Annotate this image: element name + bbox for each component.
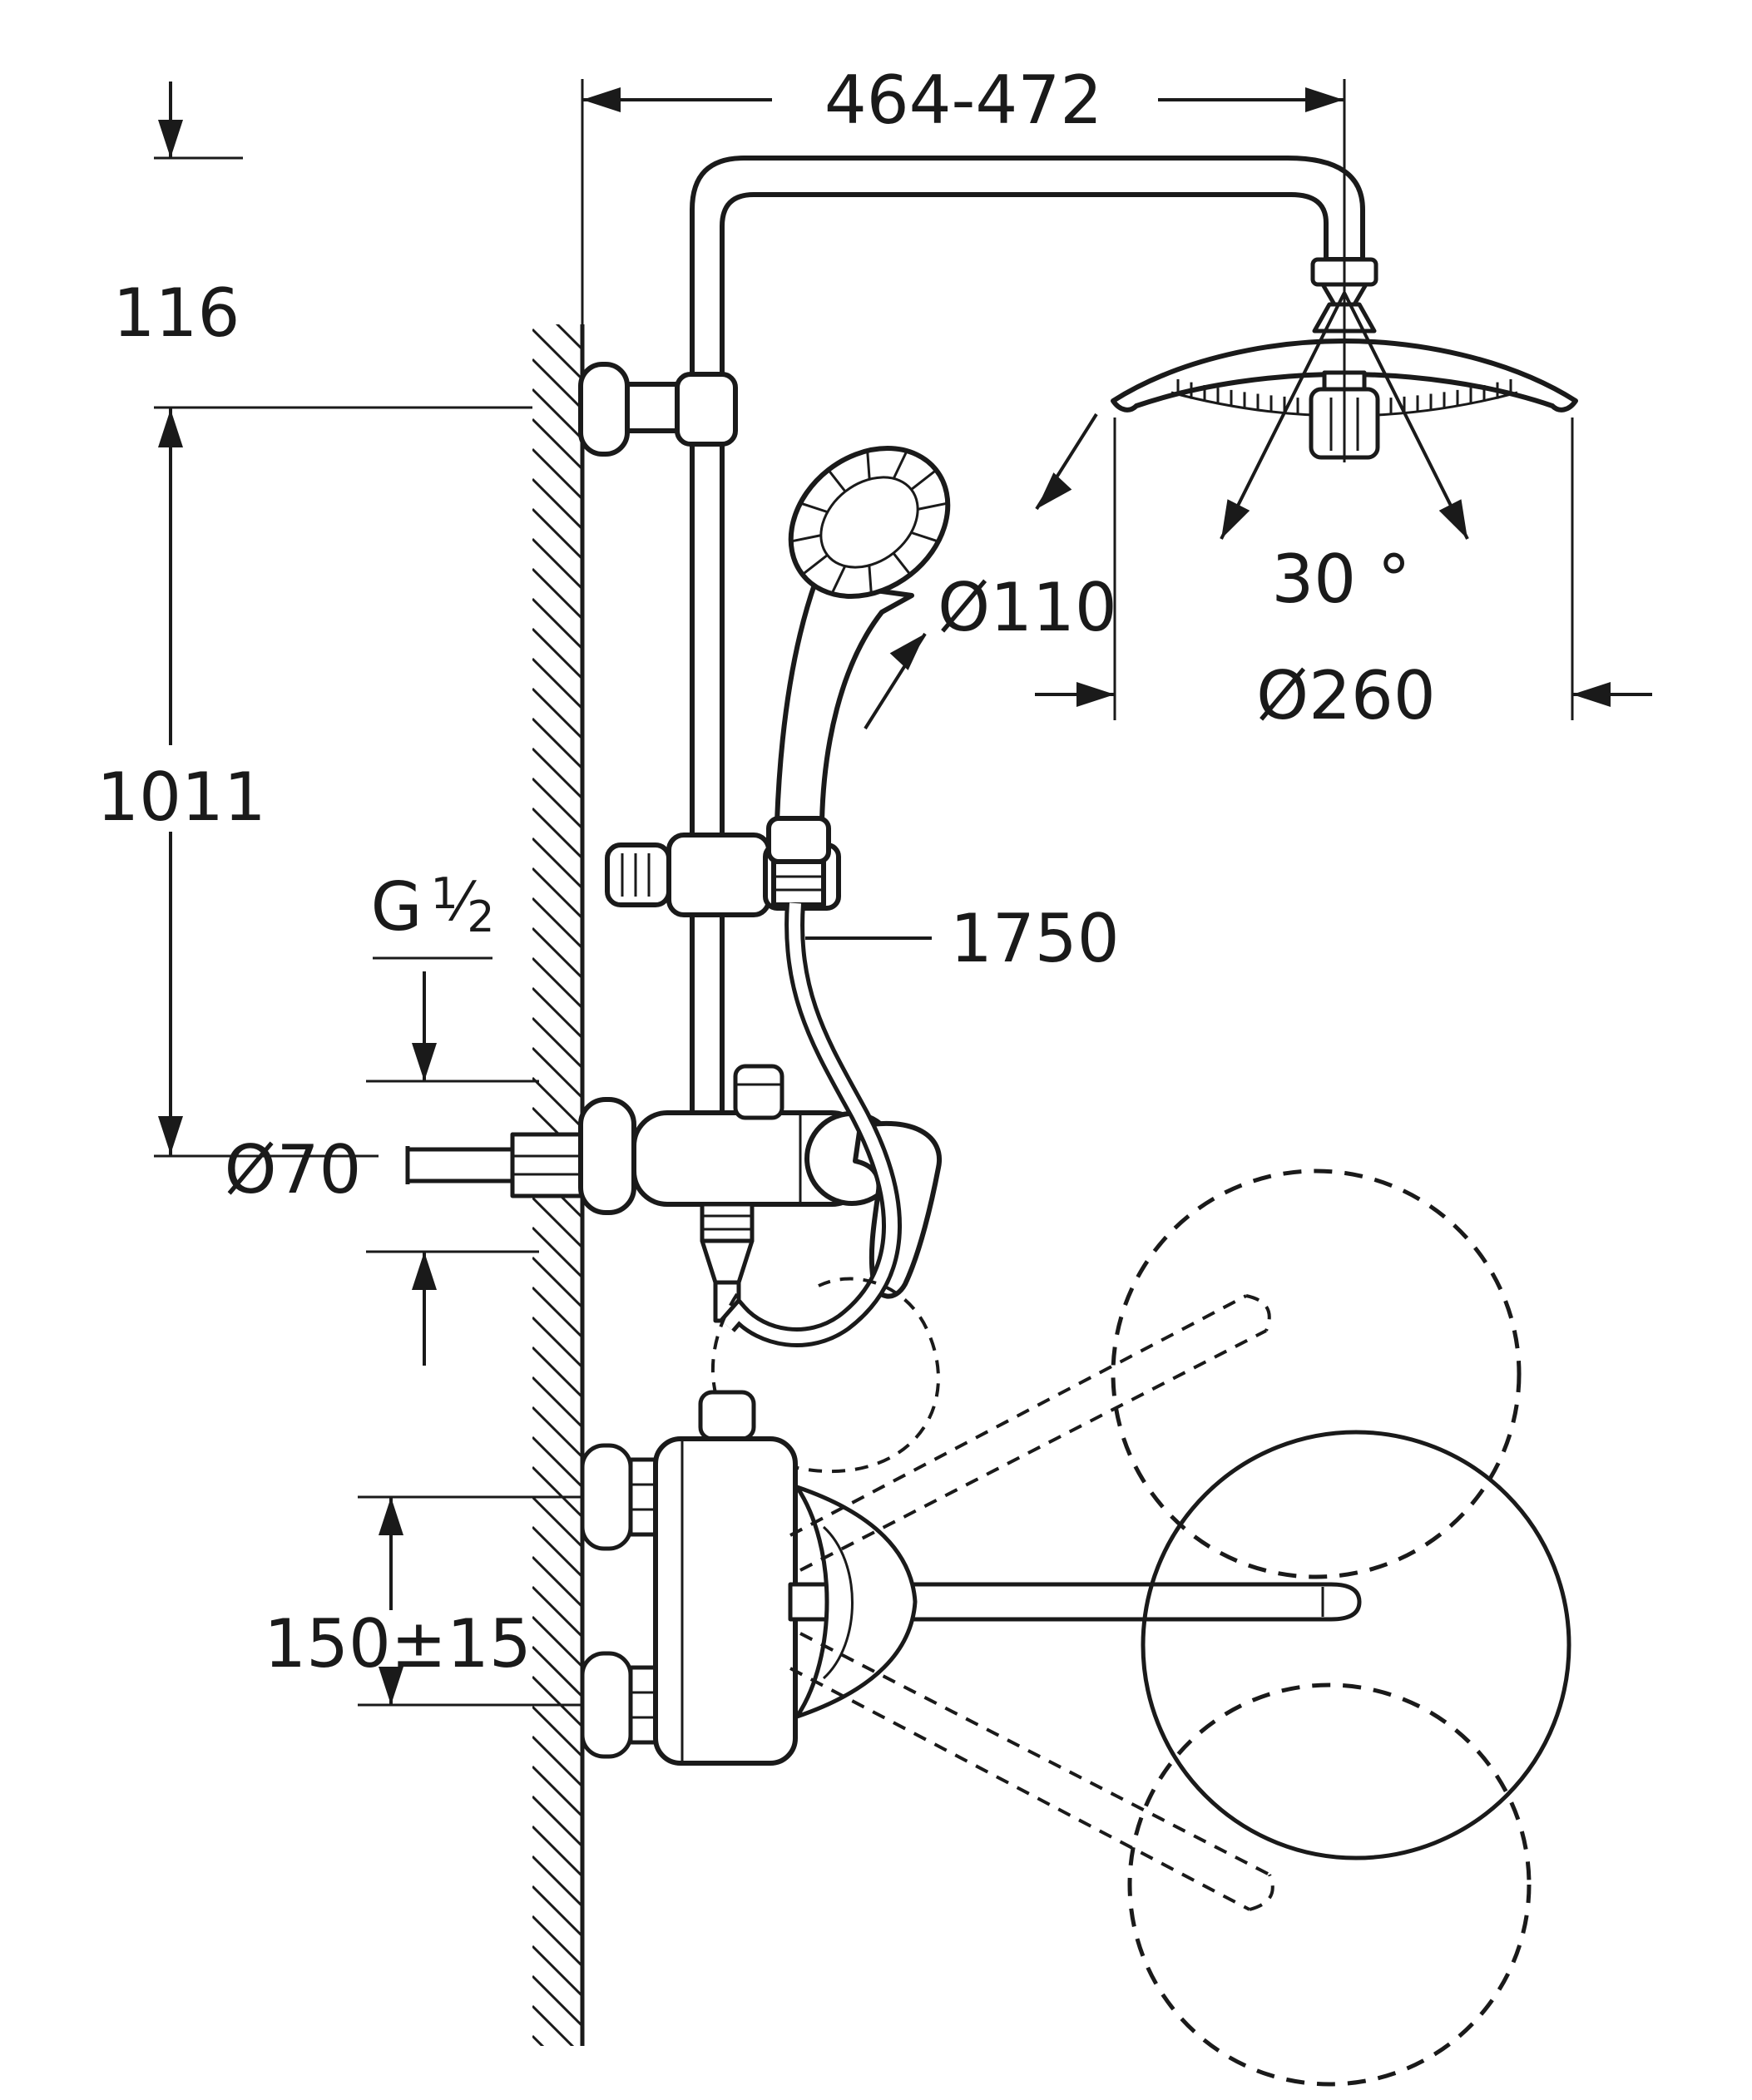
- hand-shower-handle: [775, 580, 914, 824]
- spout-position-down: [789, 1632, 1274, 1911]
- dim-top-width-label: 464-472: [824, 62, 1102, 139]
- bath-mixer-body: [653, 1436, 798, 1766]
- dimension-arrowhead: [1305, 87, 1344, 112]
- dimension-arrowhead: [1572, 682, 1611, 707]
- dim-rail-height-label: 1011: [97, 758, 266, 836]
- dimension-arrowhead: [1438, 499, 1467, 539]
- dim-swivel-angle-label: 30 °: [1271, 541, 1410, 618]
- shower-hose: [710, 902, 940, 1474]
- dimension-arrowhead: [412, 1252, 437, 1290]
- dimension-arrowhead: [412, 1043, 437, 1081]
- dimension-lines: [154, 79, 1652, 1707]
- bell-detail: [822, 1525, 854, 1680]
- rail-slider: [605, 816, 841, 917]
- swivel-circles: [1111, 1169, 1571, 2087]
- spray-spokes-icon: [792, 452, 947, 593]
- spout-position-up: [789, 1294, 1271, 1572]
- dimension-arrowhead: [158, 1116, 183, 1154]
- handle-cap: [766, 816, 831, 864]
- supply-nut: [510, 1132, 585, 1198]
- extension-lines: [154, 79, 1574, 1707]
- bracket-clamp: [675, 372, 738, 447]
- dimension-arrowhead: [889, 634, 925, 670]
- dim-top-offset-label: 116: [113, 274, 240, 352]
- union-escutcheon-top: [580, 1443, 633, 1551]
- outlet-nut: [700, 1202, 755, 1243]
- spout-swivel-positions: [789, 1294, 1274, 1911]
- hose-inner: [722, 902, 898, 1343]
- dim-escutcheon-diameter-label: Ø70: [225, 1131, 362, 1208]
- union-escutcheon-bottom: [580, 1651, 633, 1759]
- dimension-arrowhead: [1037, 472, 1072, 509]
- bath-spout: [788, 1582, 1362, 1622]
- dimension-arrows: [158, 87, 1611, 1705]
- mixer-escutcheon: [578, 1097, 636, 1215]
- hose-nut: [771, 859, 826, 907]
- head-shower-plate: [1111, 338, 1578, 413]
- dim-connection-spacing-label: 150±15: [264, 1605, 532, 1682]
- dimension-arrowhead: [582, 87, 621, 112]
- hand-shower-head: [788, 446, 951, 599]
- swivel-circle-middle: [1141, 1430, 1571, 1860]
- dimension-arrowhead: [1076, 682, 1115, 707]
- hose-slack-loop: [710, 1277, 940, 1474]
- dimension-arrowhead: [1221, 499, 1250, 539]
- dim-hand-shower-diameter-label: Ø110: [938, 569, 1117, 646]
- bath-diverter-knob: [698, 1390, 756, 1441]
- slider-clamp: [666, 833, 771, 917]
- dim-line-segments: [169, 82, 1652, 1705]
- swivel-circle-top: [1111, 1169, 1522, 1579]
- wall-hatch-icon: [532, 324, 582, 2046]
- shower-pipe: [690, 156, 1365, 1115]
- dim-hose-length-label: 1750: [950, 900, 1120, 977]
- outlet-taper: [700, 1238, 755, 1285]
- spout-bell: [794, 1485, 918, 1719]
- diverter-knob: [733, 1064, 784, 1120]
- bath-mixer: [580, 1169, 1571, 2087]
- dimension-arrowhead: [379, 1497, 403, 1535]
- pipe-outline: [690, 156, 1365, 1115]
- thread-denominator: 2: [467, 892, 494, 942]
- dimension-arrowhead: [379, 1667, 403, 1705]
- dim-head-diameter-label: Ø260: [1256, 657, 1436, 734]
- swivel-circle-bottom: [1127, 1682, 1532, 2087]
- dimension-arrowhead: [158, 409, 183, 447]
- dimension-arrowhead: [158, 120, 183, 158]
- thread-base: G: [371, 868, 423, 946]
- slider-knob: [605, 842, 671, 907]
- bracket-flange: [578, 362, 630, 457]
- wall-bracket: [578, 362, 738, 457]
- thread-numerator: 1: [431, 869, 458, 919]
- head-shower: [1111, 257, 1578, 460]
